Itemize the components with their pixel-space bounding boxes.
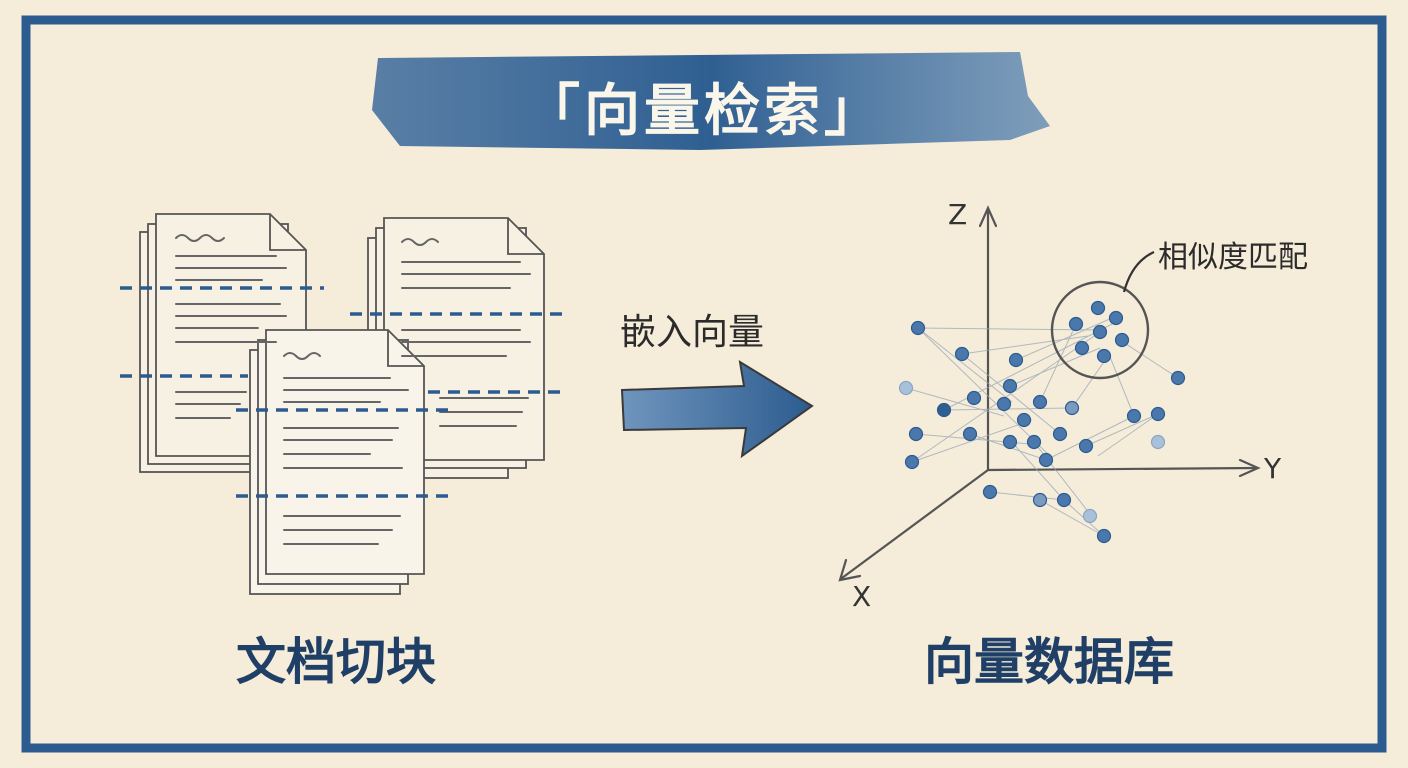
arrow-label: 嵌入向量 xyxy=(620,312,765,353)
chunk-divider-lines xyxy=(120,286,568,498)
x-axis-label: X xyxy=(852,580,872,613)
doc-text-lines xyxy=(175,234,531,545)
axes xyxy=(838,205,1261,582)
frame-border xyxy=(21,15,1387,753)
y-axis-label: Y xyxy=(1264,452,1282,485)
vector-points xyxy=(898,300,1186,544)
z-axis-label: Z xyxy=(948,198,968,231)
doc-stack-front xyxy=(249,329,425,595)
similarity-label: 相似度匹配 xyxy=(1158,240,1308,275)
vector-database-caption: 向量数据库 xyxy=(924,633,1174,691)
similarity-pointer xyxy=(1122,250,1155,293)
document-chunking-caption: 文档切块 xyxy=(236,633,436,691)
similarity-cluster-ring xyxy=(1050,280,1150,380)
x-axis xyxy=(840,468,990,580)
title-brush xyxy=(372,52,1050,150)
page-title: 「向量检索」 xyxy=(524,79,884,144)
y-axis xyxy=(986,466,1258,472)
embed-arrow xyxy=(620,360,814,459)
